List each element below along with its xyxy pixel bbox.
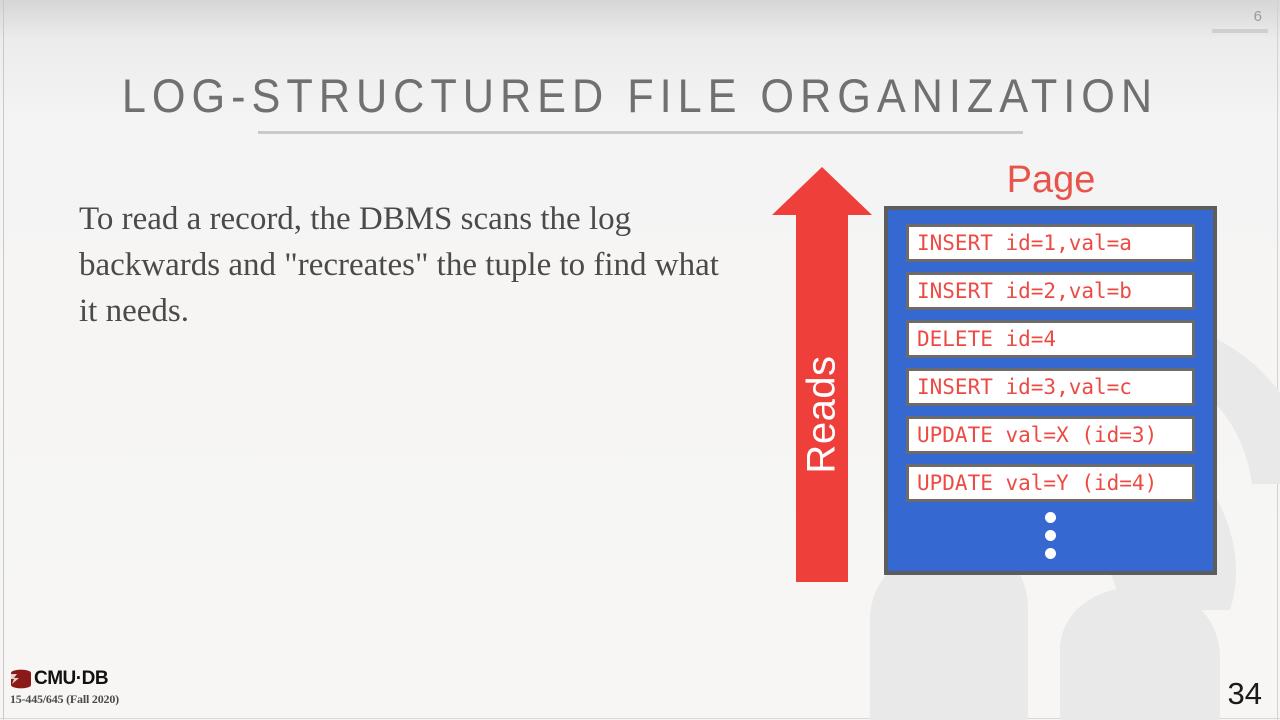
footer-logo: CMU·DB 15-445/645 (Fall 2020) bbox=[10, 668, 119, 707]
slide-right-border bbox=[1277, 0, 1278, 720]
title-underline bbox=[258, 131, 1023, 134]
logo-row: CMU·DB bbox=[10, 668, 119, 690]
header-page-number: 6 bbox=[1253, 8, 1262, 25]
page-label: Page bbox=[1006, 159, 1096, 201]
slide-number: 34 bbox=[1227, 676, 1262, 711]
slide-left-border bbox=[3, 0, 4, 720]
header-page-marker: 6 bbox=[1212, 8, 1268, 33]
slide-bottom-border bbox=[0, 718, 1280, 719]
logo-wordmark: CMU·DB bbox=[34, 668, 109, 689]
database-icon bbox=[10, 669, 31, 689]
log-entry: INSERT id=2,val=b bbox=[906, 272, 1195, 310]
page-block: INSERT id=1,val=a INSERT id=2,val=b DELE… bbox=[884, 206, 1217, 575]
body-paragraph: To read a record, the DBMS scans the log… bbox=[79, 201, 719, 329]
course-label: 15-445/645 (Fall 2020) bbox=[10, 692, 119, 706]
page-title: LOG-STRUCTURED FILE ORGANIZATION bbox=[121, 69, 1159, 122]
log-entry: UPDATE val=Y (id=4) bbox=[906, 464, 1195, 502]
log-entry: DELETE id=4 bbox=[906, 320, 1195, 358]
reads-arrow-icon bbox=[772, 167, 872, 582]
log-entry: INSERT id=1,val=a bbox=[906, 224, 1195, 262]
header-page-rule bbox=[1212, 29, 1268, 33]
log-entry: INSERT id=3,val=c bbox=[906, 368, 1195, 406]
vertical-ellipsis-icon bbox=[906, 512, 1195, 559]
log-entry: UPDATE val=X (id=3) bbox=[906, 416, 1195, 454]
